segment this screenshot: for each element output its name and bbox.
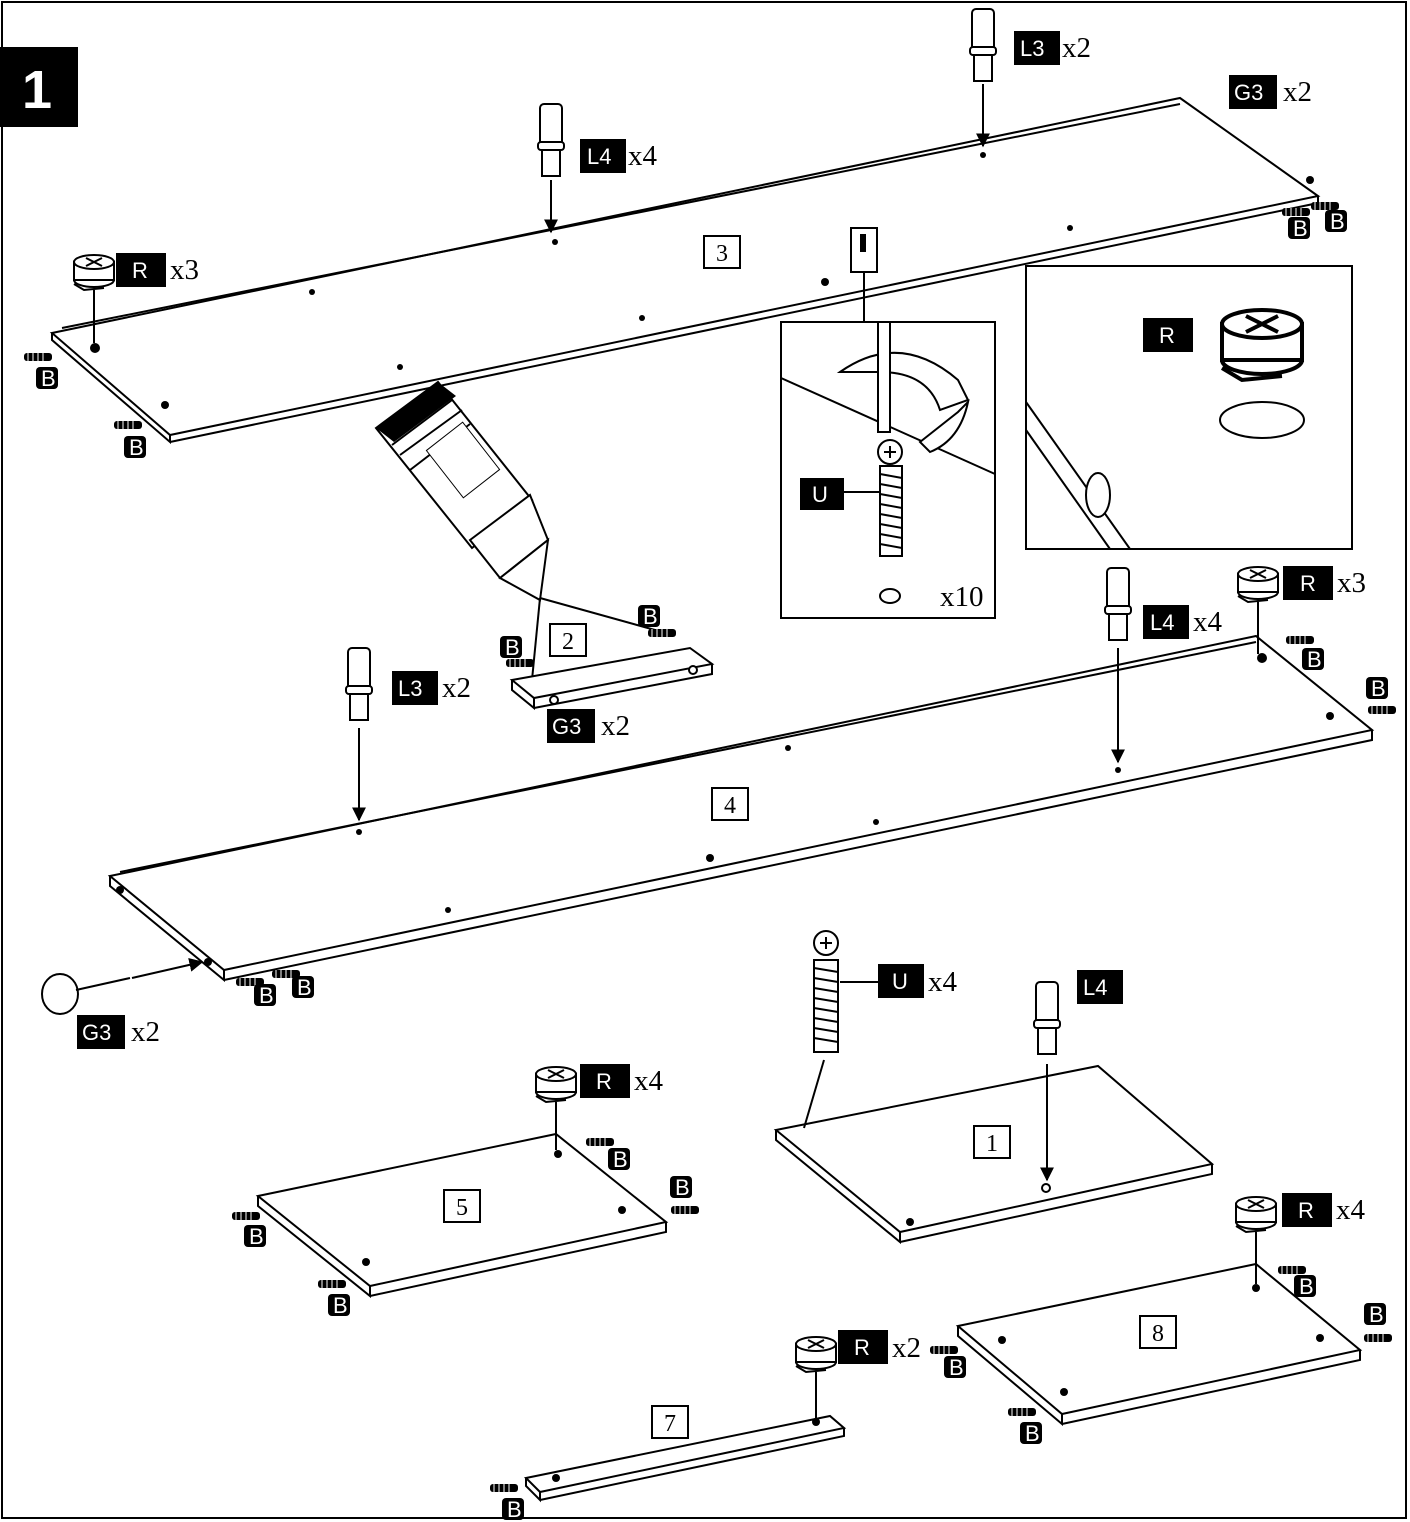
panel-label-2: 2	[562, 629, 574, 655]
code-b: B	[613, 1147, 628, 1172]
detail-cam-screw: U x10	[780, 227, 996, 619]
code-l3: L3	[1020, 36, 1044, 61]
code-r: R	[132, 258, 148, 283]
cam-r-panel-7: R x2	[795, 1330, 921, 1418]
qty-x2: x2	[1283, 76, 1312, 108]
cam-r-mid-right: R x3	[1237, 566, 1366, 654]
code-b: B	[1299, 1274, 1314, 1299]
code-b: B	[1307, 647, 1322, 672]
code-l4: L4	[1150, 610, 1174, 635]
code-l4: L4	[587, 144, 611, 169]
code-u: U	[892, 969, 908, 994]
panel-label-5: 5	[456, 1195, 468, 1221]
peg-l4-mid: L4 x4	[1104, 567, 1223, 764]
dowels-panel-3: B B B B	[23, 201, 1347, 460]
qty-x2: x2	[442, 672, 471, 704]
panel-2: 2 B B G3 x2	[500, 604, 715, 743]
qty-x2: x2	[892, 1332, 921, 1364]
peg-l4-bottom: L4	[1033, 970, 1123, 1182]
code-l4: L4	[1083, 975, 1107, 1000]
code-b: B	[643, 604, 658, 629]
panel-label-8: 8	[1152, 1321, 1164, 1347]
glue-bottle	[374, 380, 656, 681]
callout-g3-bottom-left: G3 x2	[41, 957, 204, 1049]
code-l3: L3	[398, 676, 422, 701]
code-b: B	[1369, 1302, 1384, 1327]
panel-5: 5	[255, 1132, 669, 1299]
dowels-panel-5: B B B B	[231, 1137, 700, 1318]
dowels-panel-4: B B B B	[235, 635, 1397, 1008]
code-b: B	[1330, 209, 1345, 234]
code-b: B	[507, 1497, 522, 1522]
code-r: R	[1298, 1198, 1314, 1223]
dowels-panel-8: B B B B	[929, 1265, 1393, 1446]
panel-8: 8	[955, 1262, 1363, 1427]
panel-label-1: 1	[986, 1131, 998, 1157]
code-b: B	[259, 983, 274, 1008]
code-b: B	[333, 1293, 348, 1318]
qty-x4: x4	[928, 966, 958, 998]
qty-x3: x3	[170, 254, 199, 286]
code-b: B	[1371, 676, 1386, 701]
panel-label-7: 7	[664, 1411, 676, 1437]
code-r: R	[854, 1335, 870, 1360]
code-b: B	[675, 1175, 690, 1200]
peg-l3-top: L3 x2	[969, 8, 1091, 148]
code-b: B	[129, 435, 144, 460]
code-b: B	[949, 1355, 964, 1380]
panel-1: 1	[773, 1064, 1215, 1245]
code-b: B	[249, 1224, 264, 1249]
code-g3: G3	[1234, 80, 1263, 105]
cam-r-panel-8: R x4	[1235, 1193, 1366, 1284]
code-b: B	[1293, 216, 1308, 241]
qty-x4: x4	[1336, 1194, 1366, 1226]
qty-x4: x4	[628, 140, 658, 172]
code-b: B	[1025, 1421, 1040, 1446]
panel-label-4: 4	[724, 793, 736, 819]
code-r: R	[1159, 323, 1175, 348]
code-r: R	[596, 1069, 612, 1094]
detail-cam-lock: R	[1025, 265, 1353, 550]
peg-l4-top: L4 x4	[537, 103, 658, 234]
code-b: B	[297, 975, 312, 1000]
qty-x2: x2	[1062, 32, 1091, 64]
panel-label-3: 3	[716, 241, 728, 267]
cam-r-top-left: R x3	[73, 253, 199, 343]
qty-x4: x4	[1193, 606, 1223, 638]
code-b: B	[505, 635, 520, 660]
peg-l3-mid: L3 x2	[345, 647, 471, 822]
code-g3: G3	[82, 1020, 111, 1045]
qty-x10: x10	[940, 581, 984, 613]
qty-x4: x4	[634, 1065, 664, 1097]
step-number: 1	[22, 60, 52, 120]
qty-x3: x3	[1337, 567, 1366, 599]
panel-3: 3	[49, 96, 1321, 445]
step-badge: 1	[0, 47, 78, 127]
panel-4: 4	[107, 634, 1375, 983]
qty-x2: x2	[131, 1016, 160, 1048]
code-b: B	[41, 366, 56, 391]
screw-u-bottom: U x4	[803, 930, 958, 1129]
code-g3: G3	[552, 714, 581, 739]
qty-x2: x2	[601, 710, 630, 742]
panel-7: 7 B	[489, 1405, 847, 1522]
callout-g3-top: G3 x2	[1229, 75, 1312, 109]
code-r: R	[1300, 571, 1316, 596]
code-u: U	[812, 482, 828, 507]
cam-r-panel-5: R x4	[535, 1064, 664, 1150]
